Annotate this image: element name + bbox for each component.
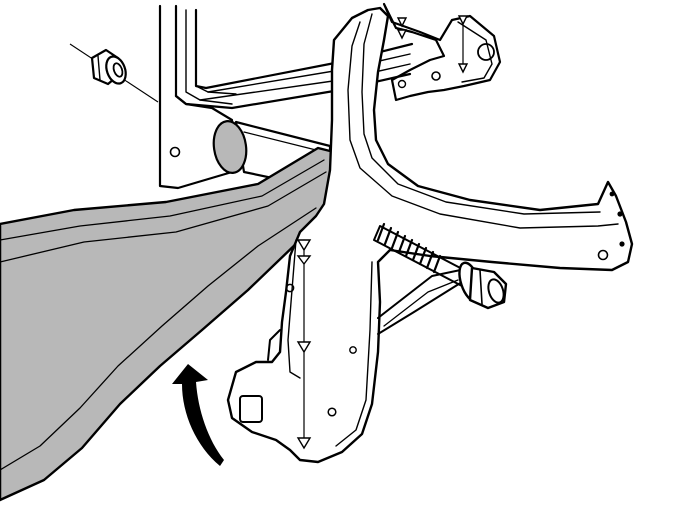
support-bracket — [226, 6, 634, 464]
crossmember-bar — [0, 146, 336, 502]
round-tube — [212, 120, 332, 192]
flange-nut — [69, 43, 159, 103]
rotation-arrow — [172, 364, 224, 466]
hex-bolt — [373, 222, 508, 310]
